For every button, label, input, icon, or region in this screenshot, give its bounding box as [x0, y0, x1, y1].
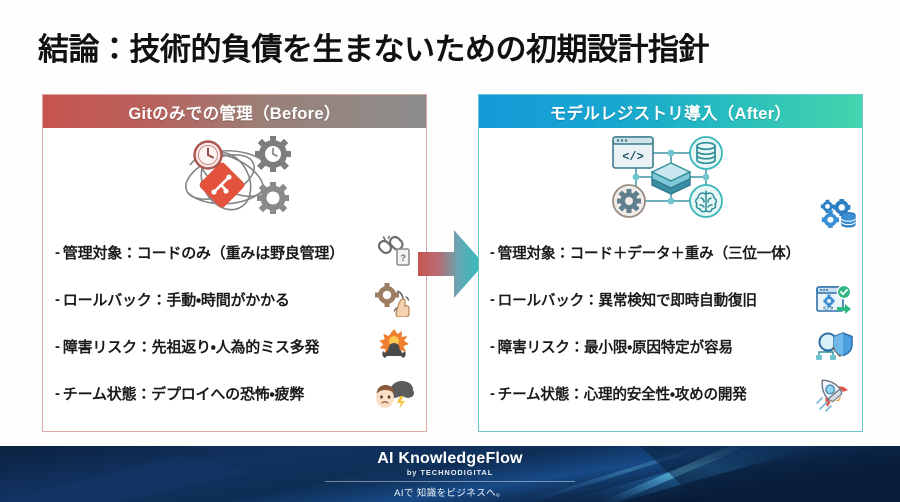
bullet-text: ロールバック：手動・時間がかかる	[62, 292, 290, 309]
bullet-text: ロールバック：異常検知で即時自動復旧	[497, 293, 757, 309]
footer-bar: AI KnowledgeFlow by TECHNODIGITAL AIで 知識…	[0, 446, 900, 502]
bullet-text: 障害リスク：最小限・原因特定が容易	[497, 340, 733, 356]
bullet-dash: -	[55, 338, 60, 355]
bullet-dash: -	[490, 244, 495, 261]
bullet-dash: -	[490, 291, 495, 308]
bullet-text: チーム状態：デプロイへの恐怖・疲弊	[62, 386, 305, 403]
bullet-dash: -	[490, 338, 495, 355]
bullet-dash: -	[55, 291, 60, 308]
svg-text:</>: </>	[622, 150, 644, 164]
manual-gear-hand-icon	[374, 280, 414, 320]
panel-after-bullet-list: - 管理対象：コード＋データ＋重み（三位一体）	[479, 199, 862, 417]
worried-face-storm-cloud-icon	[374, 374, 414, 414]
list-item: - ロールバック：手動・時間がかかる	[55, 276, 416, 323]
bullet-text: 管理対象：コードのみ（重みは野良管理）	[62, 245, 344, 262]
broken-chain-unknown-file-icon: ?	[374, 233, 414, 273]
page-title: 結論：技術的負債を生まないための初期設計指針	[38, 32, 710, 67]
model-registry-network-illustration: </>	[479, 128, 862, 225]
bullet-dash: -	[55, 244, 60, 261]
panel-after-header: モデルレジストリ導入（After）	[479, 95, 862, 128]
git-chaos-illustration	[43, 128, 426, 225]
bullet-text: 障害リスク：先祖返り・人為的ミス多発	[62, 339, 320, 356]
footer-divider	[325, 481, 575, 483]
list-item: - 障害リスク：先祖返り・人為的ミス多発	[55, 323, 416, 370]
window-check-arrow-icon: </>	[814, 280, 854, 320]
list-item: - ロールバック：異常検知で即時自動復旧 </>	[490, 276, 856, 323]
footer-background	[0, 446, 900, 502]
bullet-text: チーム状態：心理的安全性・攻めの開発	[497, 387, 747, 403]
panel-before: Gitのみでの管理（Before）	[42, 94, 427, 432]
bullet-dash: -	[55, 385, 60, 402]
list-item: - 障害リスク：最小限・原因特定が容易	[490, 323, 856, 370]
panel-after: モデルレジストリ導入（After）	[478, 94, 863, 432]
svg-text:</>: </>	[823, 305, 834, 312]
list-item: - チーム状態：デプロイへの恐怖・疲弊	[55, 370, 416, 417]
bullet-text: 管理対象：コード＋データ＋重み（三位一体）	[497, 246, 800, 262]
transition-arrow	[418, 228, 484, 300]
panel-before-bullet-list: - 管理対象：コードのみ（重みは野良管理） ?	[43, 225, 426, 417]
explosion-facepalm-icon	[374, 327, 414, 367]
footer-brand: AI KnowledgeFlow	[377, 449, 523, 467]
list-item: - 管理対象：コード＋データ＋重み（三位一体）	[490, 199, 856, 276]
list-item: - 管理対象：コードのみ（重みは野良管理） ?	[55, 229, 416, 276]
rocket-icon	[814, 374, 854, 414]
magnifier-shield-icon	[814, 327, 854, 367]
gears-database-icon	[818, 195, 858, 235]
footer-tagline: AIで 知識をビジネスへ。	[394, 488, 506, 500]
list-item: - チーム状態：心理的安全性・攻めの開発	[490, 370, 856, 417]
bullet-dash: -	[490, 385, 495, 402]
footer-brand-subtitle: by TECHNODIGITAL	[406, 468, 494, 478]
panel-before-header: Gitのみでの管理（Before）	[43, 95, 426, 128]
svg-text:?: ?	[400, 253, 405, 263]
